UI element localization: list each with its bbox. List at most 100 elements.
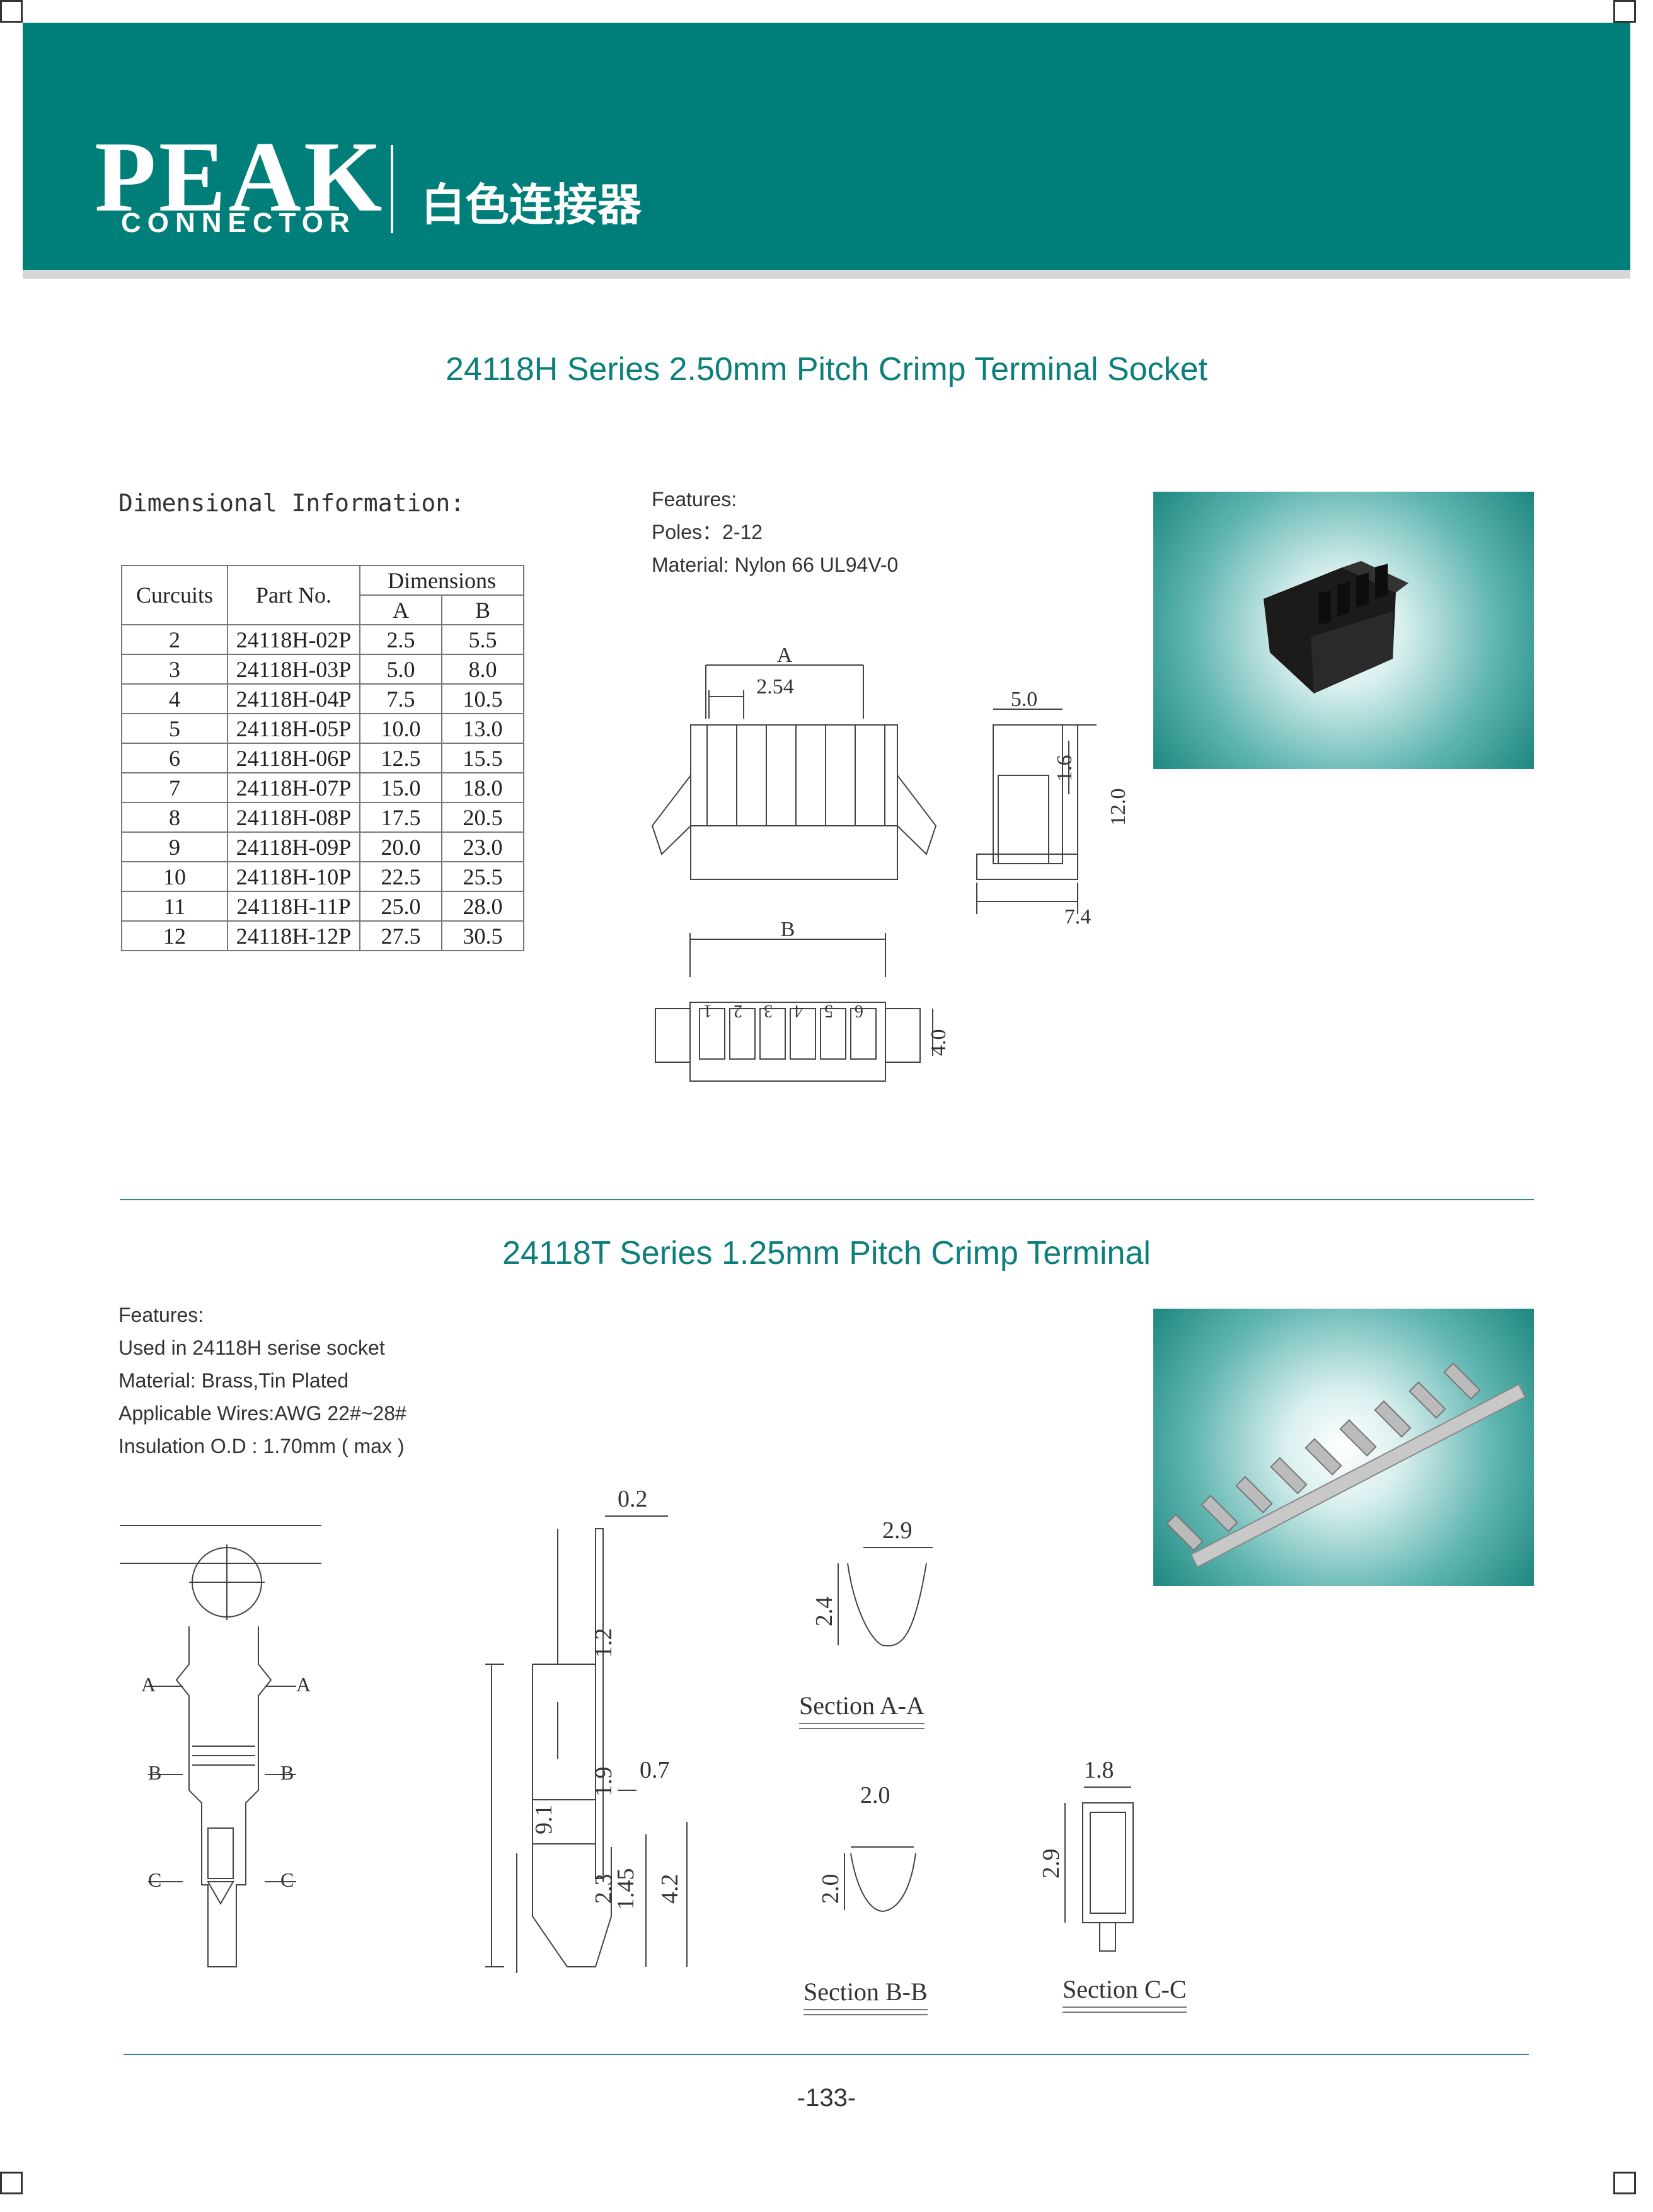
- terminal-technical-drawing: A A B B C C 0.2 1.2 1.9 0.7 9.1 2.3 1.45…: [120, 1486, 1134, 1973]
- crop-mark-top-right: [1613, 0, 1636, 23]
- table-header-dimensions: Dimensions: [359, 565, 524, 596]
- section-bb-height: 2.0: [817, 1874, 844, 1904]
- section-label-cc: Section C-C: [1063, 1975, 1187, 2013]
- brand-logo-sub: CONNECTOR: [121, 207, 356, 238]
- table-cell: 25.5: [441, 861, 524, 892]
- table-cell: 24118H-02P: [227, 624, 360, 655]
- table-header-circuits: Curcuits: [121, 565, 228, 625]
- terminal-photo-illustration: [1166, 1362, 1526, 1568]
- dim-label-b: B: [781, 918, 795, 941]
- table-cell: 24118H-05P: [227, 713, 360, 744]
- terminal-feature-line: Applicable Wires:AWG 22#~28#: [118, 1402, 406, 1425]
- header-title: 白色连接器: [421, 180, 642, 229]
- socket-feature-line: Features:: [652, 488, 737, 511]
- table-cell: 5: [121, 713, 228, 744]
- logo-divider: [391, 145, 393, 233]
- crop-mark-bottom-right: [1613, 2172, 1636, 2194]
- table-cell: 24118H-11P: [227, 891, 360, 922]
- section-aa-height: 2.4: [811, 1597, 838, 1627]
- table-cell: 13.0: [441, 713, 524, 744]
- table-cell: 12: [121, 920, 228, 951]
- table-cell: 8.0: [441, 654, 524, 685]
- table-cell: 24118H-06P: [227, 743, 360, 773]
- table-cell: 22.5: [359, 861, 442, 892]
- terminal-product-photo: [1153, 1309, 1534, 1586]
- socket-product-photo: [1153, 492, 1534, 769]
- dim-label-thickness: 0.2: [618, 1486, 648, 1512]
- section-marker-b-right: B: [280, 1761, 294, 1784]
- section-label-aa: Section A-A: [799, 1691, 924, 1729]
- section-cc-height: 2.9: [1038, 1849, 1064, 1879]
- table-cell: 24118H-04P: [227, 683, 360, 714]
- dim-label-1-2: 1.2: [590, 1628, 617, 1659]
- table-cell: 28.0: [441, 891, 524, 922]
- section-aa-width: 2.9: [882, 1517, 913, 1544]
- table-cell: 20.0: [359, 831, 442, 862]
- table-cell: 10.0: [359, 713, 442, 744]
- table-cell: 30.5: [441, 920, 524, 951]
- table-cell: 3: [121, 654, 228, 685]
- section-marker-c-right: C: [280, 1868, 294, 1891]
- table-cell: 6: [121, 743, 228, 773]
- dimensional-info-label: Dimensional Information:: [118, 489, 465, 517]
- terminal-feature-line: Used in 24118H serise socket: [118, 1336, 385, 1359]
- table-cell: 20.5: [441, 802, 524, 833]
- table-cell: 10: [121, 861, 228, 892]
- dim-label-h2: 12.0: [1107, 789, 1130, 826]
- dim-label-depth: 7.4: [1064, 905, 1091, 929]
- dim-label-pitch: 2.54: [756, 675, 794, 698]
- terminal-feature-line: Features:: [118, 1304, 204, 1326]
- table-header-part-no: Part No.: [227, 565, 360, 625]
- table-cell: 5.0: [359, 654, 442, 685]
- table-cell: 24118H-09P: [227, 831, 360, 862]
- table-cell: 18.0: [441, 772, 524, 803]
- header-shadow: [23, 270, 1630, 279]
- section-cc-width: 1.8: [1084, 1757, 1114, 1783]
- table-cell: 2: [121, 624, 228, 655]
- socket-photo-illustration: [1264, 561, 1408, 693]
- brand-logo: PEAK: [95, 120, 385, 233]
- table-cell: 2.5: [359, 624, 442, 655]
- page-header: [23, 23, 1630, 270]
- dim-label-1-9: 1.9: [590, 1767, 617, 1797]
- terminal-section-title: 24118T Series 1.25mm Pitch Crimp Termina…: [502, 1235, 1151, 1271]
- table-cell: 5.5: [441, 624, 524, 655]
- dim-label-a: A: [777, 644, 793, 667]
- table-cell: 15.5: [441, 743, 524, 773]
- pin-number: 2: [734, 1001, 742, 1021]
- pin-number: 3: [764, 1001, 773, 1021]
- terminal-feature-line: Material: Brass,Tin Plated: [118, 1369, 349, 1392]
- section-marker-a-left: A: [141, 1673, 156, 1696]
- table-cell: 24118H-03P: [227, 654, 360, 685]
- table-header-b: B: [441, 594, 524, 625]
- table-header-a: A: [359, 594, 442, 625]
- dim-label-2-3: 2.3: [590, 1874, 617, 1904]
- table-cell: 8: [121, 802, 228, 833]
- table-cell: 24118H-10P: [227, 861, 360, 892]
- table-cell: 24118H-12P: [227, 920, 360, 951]
- pin-number: 5: [824, 1001, 833, 1021]
- dim-label-thickness: 4.0: [927, 1029, 950, 1057]
- socket-feature-line: Material: Nylon 66 UL94V-0: [652, 553, 899, 576]
- section-marker-b-left: B: [148, 1761, 161, 1784]
- section-marker-a-right: A: [296, 1673, 311, 1696]
- table-cell: 24118H-08P: [227, 802, 360, 833]
- dim-label-0-7: 0.7: [640, 1757, 670, 1783]
- table-cell: 7.5: [359, 683, 442, 714]
- table-cell: 10.5: [441, 683, 524, 714]
- crop-mark-bottom-left: [0, 2172, 23, 2194]
- table-cell: 12.5: [359, 743, 442, 773]
- socket-technical-drawing: A 2.54 5.0 7.4 B 1.6 12.0 4.0 1 2 3 4 5 …: [651, 644, 1130, 1082]
- section-label-bb: Section B-B: [803, 1977, 928, 2015]
- crop-mark-top-left: [0, 0, 23, 23]
